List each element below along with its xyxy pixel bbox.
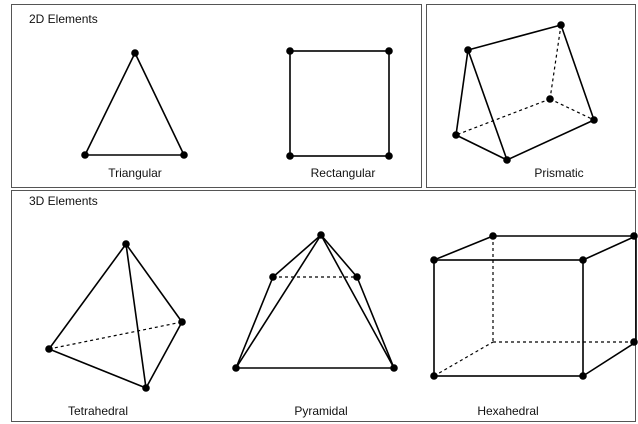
node: [286, 152, 294, 160]
hexahedral-label: Hexahedral: [477, 404, 539, 418]
node: [430, 372, 438, 380]
node: [452, 131, 460, 139]
prismatic-label: Prismatic: [534, 166, 584, 180]
prismatic-element: [452, 21, 598, 164]
rectangular-label: Rectangular: [310, 166, 376, 180]
node: [122, 240, 130, 248]
node: [557, 21, 565, 29]
panel-2d-elements: [11, 4, 422, 188]
triangular-element: [81, 49, 188, 159]
node: [630, 232, 638, 240]
node: [546, 95, 554, 103]
node: [317, 231, 325, 239]
node: [385, 152, 393, 160]
node: [269, 273, 277, 281]
node: [81, 151, 89, 159]
triangular-label: Triangular: [108, 166, 162, 180]
node: [430, 256, 438, 264]
tetrahedral-label: Tetrahedral: [67, 404, 129, 418]
panel-prismatic: [426, 4, 636, 188]
rectangular-element: [286, 47, 393, 160]
node: [353, 273, 361, 281]
tetrahedral-element: [45, 240, 186, 392]
node: [579, 372, 587, 380]
node: [286, 47, 294, 55]
panel-2d-title: 2D Elements: [29, 12, 98, 26]
node: [385, 47, 393, 55]
node: [142, 384, 150, 392]
panel-3d-title: 3D Elements: [29, 194, 98, 208]
node: [131, 49, 139, 57]
node: [45, 345, 53, 353]
node: [489, 232, 497, 240]
node: [180, 151, 188, 159]
node: [579, 256, 587, 264]
node: [178, 318, 186, 326]
node: [464, 46, 472, 54]
node: [390, 364, 398, 372]
node: [503, 156, 511, 164]
pyramidal-element: [232, 231, 398, 372]
node: [232, 364, 240, 372]
pyramidal-label: Pyramidal: [294, 404, 348, 418]
hexahedral-element: [430, 232, 638, 380]
node: [590, 116, 598, 124]
node: [630, 338, 638, 346]
